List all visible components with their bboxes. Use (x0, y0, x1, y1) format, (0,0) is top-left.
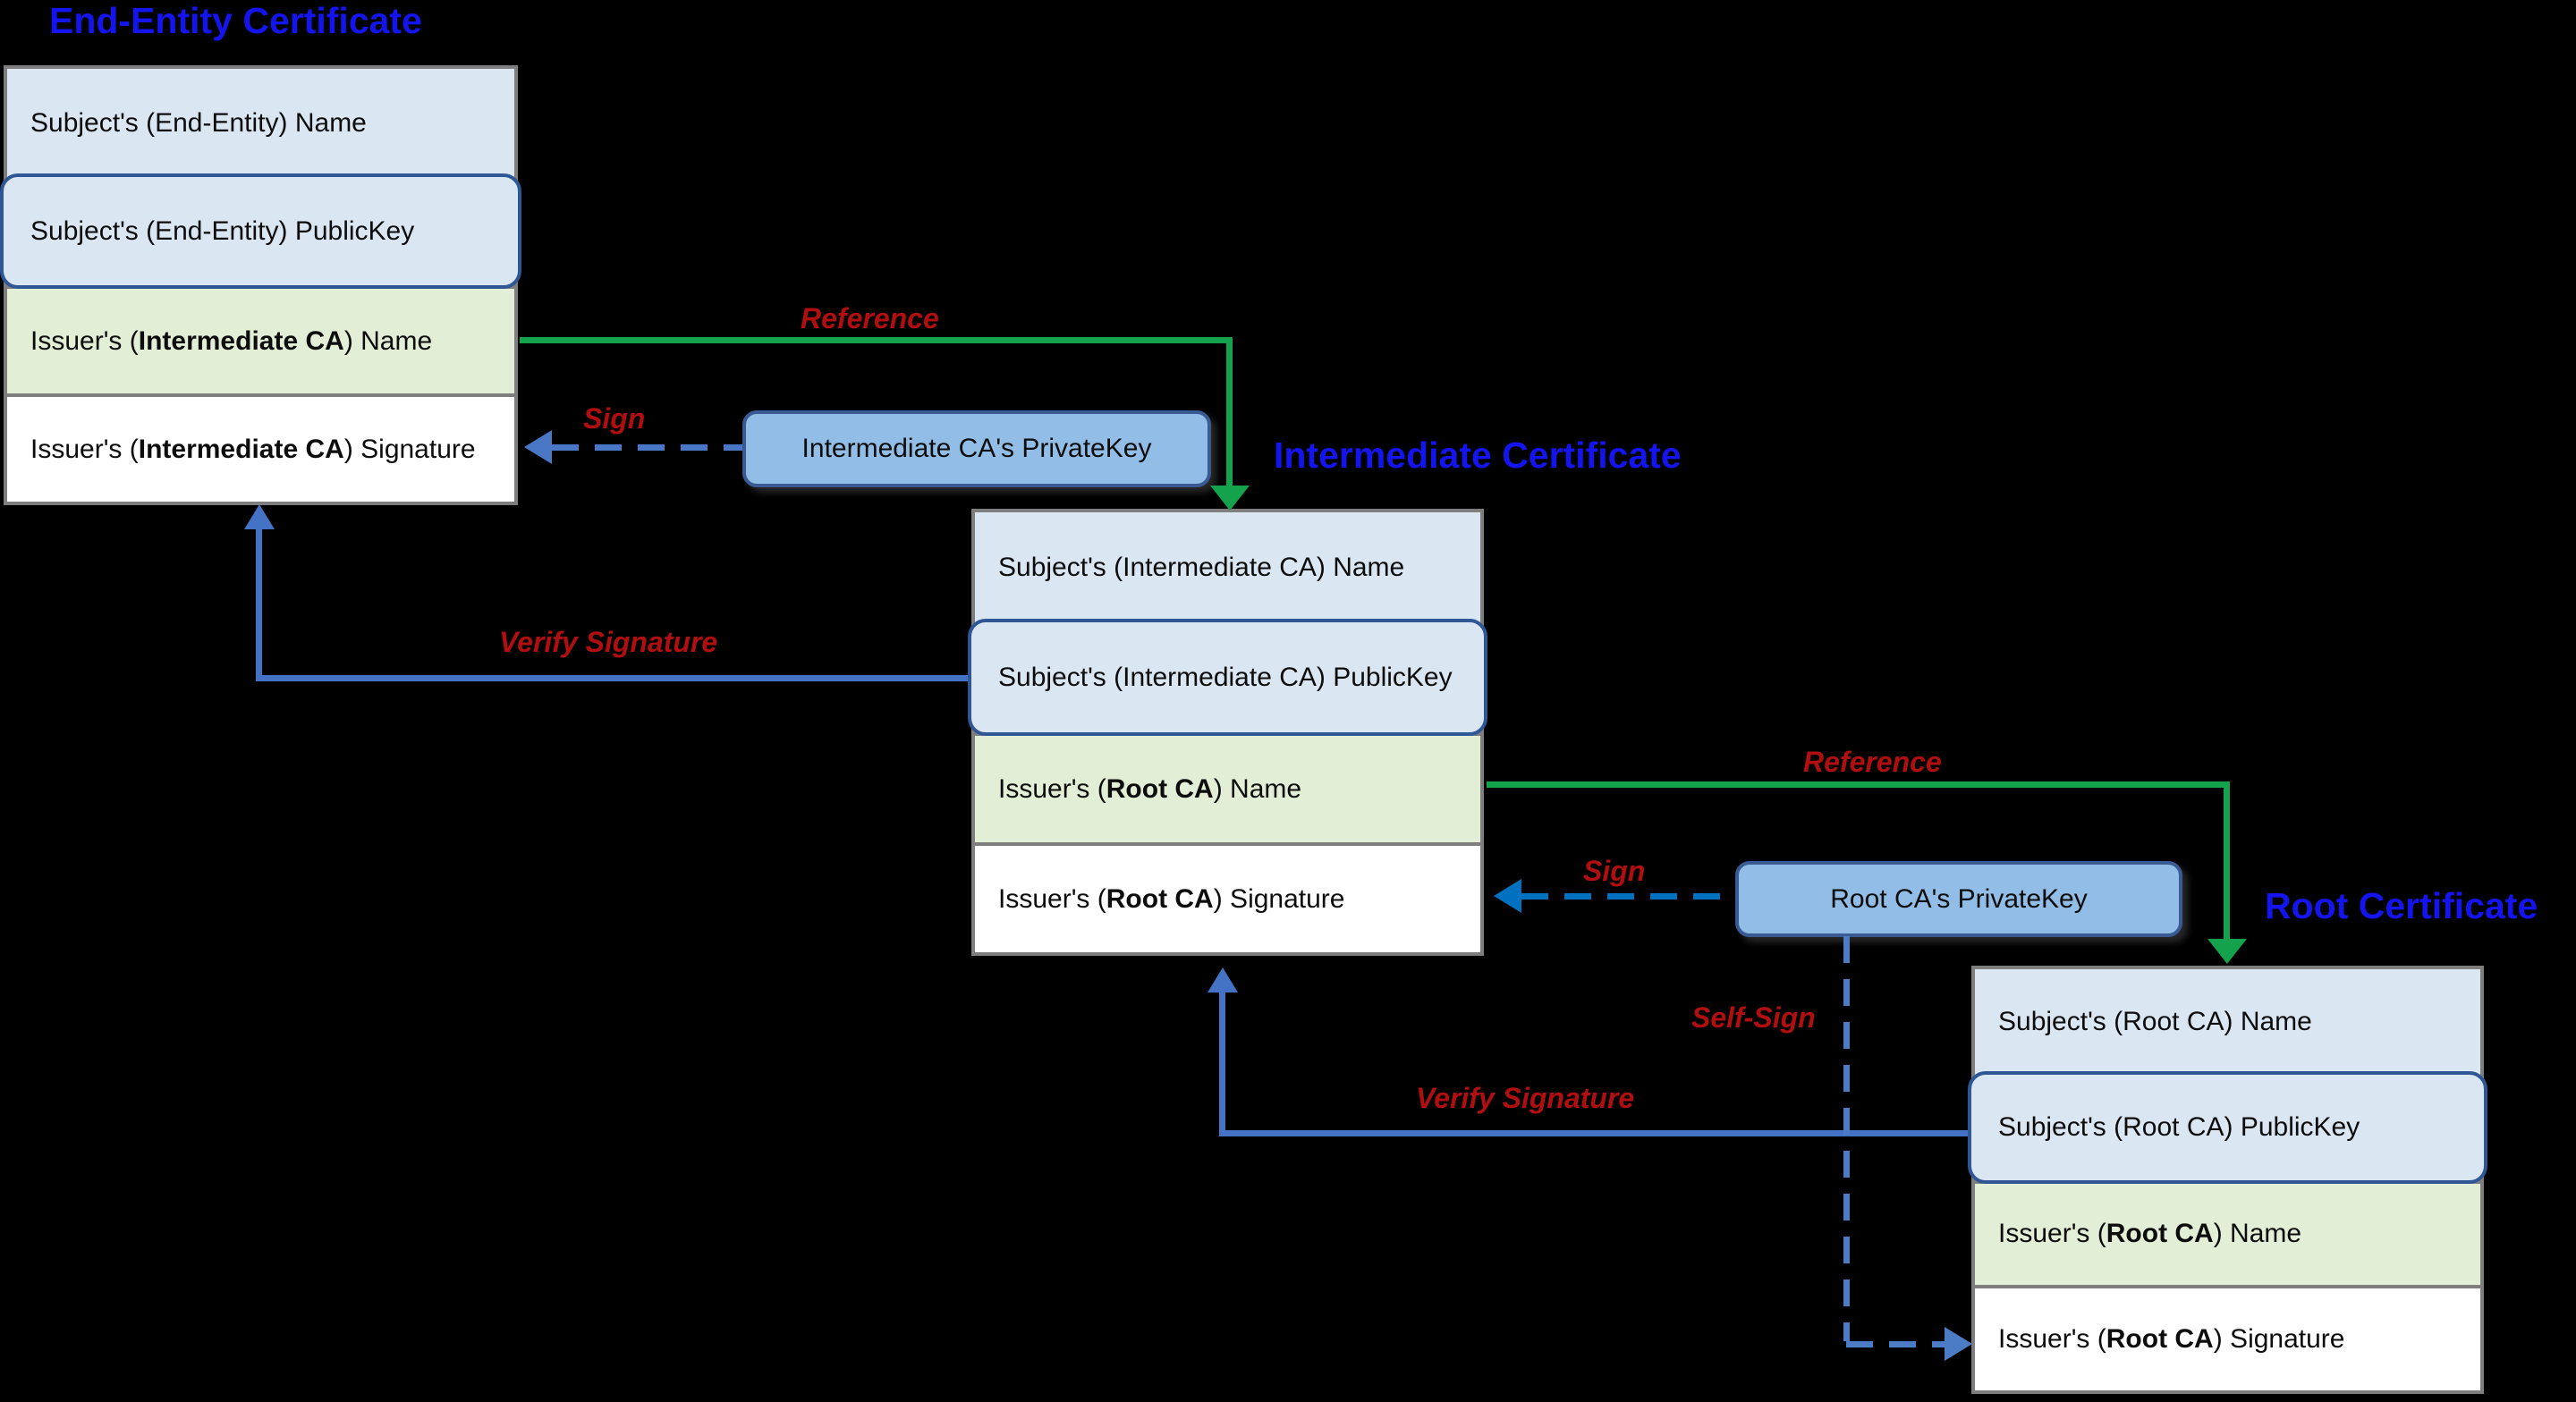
row-label: Issuer's (Root CA) Name (1998, 1219, 2301, 1249)
verify-signature-arrow-2-arrowhead-icon (1208, 967, 1238, 992)
reference-arrow-1-vertical (1226, 337, 1233, 491)
intermediate-ca-privatekey-box: Intermediate CA's PrivateKey (742, 410, 1211, 487)
root-issuer-name-row: Issuer's (Root CA) Name (1975, 1179, 2480, 1286)
row-text: Subject's (End-Entity) Name (30, 107, 367, 138)
sign-arrow-1-dashed-line (552, 444, 742, 451)
root-subject-name-row: Subject's (Root CA) Name (1975, 969, 2480, 1075)
self-sign-arrow-arrowhead-icon (1945, 1327, 1972, 1361)
row-text-suffix: ) Signature (343, 434, 476, 464)
verify-signature-arrow-1-arrowhead-icon (244, 504, 275, 529)
end-entity-subject-name-row: Subject's (End-Entity) Name (7, 69, 514, 177)
intermediate-certificate-box: Subject's (Intermediate CA) Name Subject… (968, 509, 1487, 956)
row-text: Subject's (Intermediate CA) Name (998, 552, 1405, 582)
verify-signature-arrow-1-vertical (256, 529, 262, 681)
sign-label-2: Sign (1583, 855, 1646, 887)
row-text: Issuer's ( (30, 434, 139, 464)
row-label: Issuer's (Intermediate CA) Signature (30, 435, 476, 465)
intermediate-subject-name-row: Subject's (Intermediate CA) Name (975, 512, 1480, 622)
row-text: Issuer's ( (998, 883, 1106, 914)
end-entity-certificate-title: End-Entity Certificate (49, 0, 422, 41)
privatekey-label: Root CA's PrivateKey (1830, 883, 2088, 914)
root-certificate-box: Subject's (Root CA) Name Subject's (Root… (1968, 966, 2487, 1394)
reference-arrow-1-horizontal (520, 337, 1233, 343)
verify-signature-arrow-2-vertical (1219, 992, 1225, 1136)
root-publickey-row: Subject's (Root CA) PublicKey (1968, 1070, 2487, 1184)
row-text-bold: Root CA (1106, 773, 1214, 804)
intermediate-issuer-signature-row: Issuer's (Root CA) Signature (975, 842, 1480, 952)
end-entity-issuer-name-row: Issuer's (Intermediate CA) Name (7, 285, 514, 393)
privatekey-label: Intermediate CA's PrivateKey (801, 434, 1152, 463)
intermediate-issuer-name-row: Issuer's (Root CA) Name (975, 732, 1480, 842)
verify-signature-label-1: Verify Signature (499, 626, 718, 658)
row-label: Issuer's (Intermediate CA) Name (30, 326, 432, 357)
row-text-suffix: ) Signature (2213, 1324, 2345, 1355)
intermediate-publickey-row: Subject's (Intermediate CA) PublicKey (968, 619, 1487, 736)
row-text: Subject's (Root CA) Name (1998, 1006, 2312, 1036)
row-label: Subject's (Root CA) Name (1998, 1007, 2312, 1037)
row-text: Subject's (End-Entity) PublicKey (30, 215, 415, 246)
end-entity-issuer-signature-row: Issuer's (Intermediate CA) Signature (7, 393, 514, 502)
row-text-bold: Root CA (2106, 1219, 2214, 1249)
row-text: Issuer's ( (998, 773, 1106, 804)
verify-signature-arrow-1-horizontal (256, 675, 971, 681)
sign-arrow-2-arrowhead-icon (1494, 879, 1521, 913)
row-text: Issuer's ( (1998, 1324, 2106, 1355)
intermediate-certificate-title: Intermediate Certificate (1274, 435, 1682, 476)
self-sign-label: Self-Sign (1691, 1001, 1816, 1034)
row-text-bold: Root CA (1106, 883, 1214, 914)
self-sign-arrow-vertical-dashed (1843, 936, 1850, 1341)
reference-arrow-2-horizontal (1487, 781, 2230, 788)
row-text-bold: Intermediate CA (138, 325, 344, 356)
row-text: Subject's (Root CA) PublicKey (1998, 1111, 2360, 1142)
row-label: Subject's (End-Entity) Name (30, 108, 367, 139)
row-text-suffix: ) Name (343, 325, 433, 356)
reference-arrow-2-arrowhead-icon (2207, 939, 2247, 964)
reference-label-2: Reference (1803, 746, 1942, 778)
reference-label-1: Reference (801, 302, 939, 334)
row-text: Subject's (Intermediate CA) PublicKey (998, 662, 1453, 692)
root-issuer-signature-row: Issuer's (Root CA) Signature (1975, 1285, 2480, 1390)
row-label: Issuer's (Root CA) Signature (998, 884, 1344, 915)
root-ca-privatekey-box: Root CA's PrivateKey (1735, 861, 2182, 937)
row-label: Subject's (End-Entity) PublicKey (30, 216, 414, 247)
row-label: Issuer's (Root CA) Name (998, 774, 1301, 805)
row-label: Subject's (Root CA) PublicKey (1998, 1112, 2360, 1143)
verify-signature-label-2: Verify Signature (1416, 1082, 1635, 1114)
row-text-suffix: ) Name (1213, 773, 1302, 804)
reference-arrow-1-arrowhead-icon (1210, 486, 1250, 511)
row-text-suffix: ) Signature (1213, 883, 1345, 914)
row-text-bold: Root CA (2106, 1324, 2214, 1355)
row-text-suffix: ) Name (2213, 1219, 2302, 1249)
end-entity-publickey-row: Subject's (End-Entity) PublicKey (0, 173, 521, 289)
row-label: Subject's (Intermediate CA) PublicKey (998, 663, 1453, 693)
self-sign-arrow-horizontal-dashed (1846, 1341, 1945, 1347)
sign-arrow-1-arrowhead-icon (524, 430, 552, 464)
reference-arrow-2-vertical (2224, 781, 2230, 942)
row-label: Subject's (Intermediate CA) Name (998, 553, 1404, 583)
root-certificate-title: Root Certificate (2265, 885, 2538, 926)
row-label: Issuer's (Root CA) Signature (1998, 1324, 2344, 1355)
sign-arrow-2-dashed-line (1521, 893, 1735, 899)
end-entity-certificate-box: Subject's (End-Entity) Name Subject's (E… (0, 65, 521, 505)
row-text: Issuer's ( (1998, 1219, 2106, 1249)
verify-signature-arrow-2-horizontal (1219, 1130, 1971, 1136)
sign-label-1: Sign (583, 402, 646, 435)
row-text: Issuer's ( (30, 325, 139, 356)
row-text-bold: Intermediate CA (138, 434, 344, 464)
